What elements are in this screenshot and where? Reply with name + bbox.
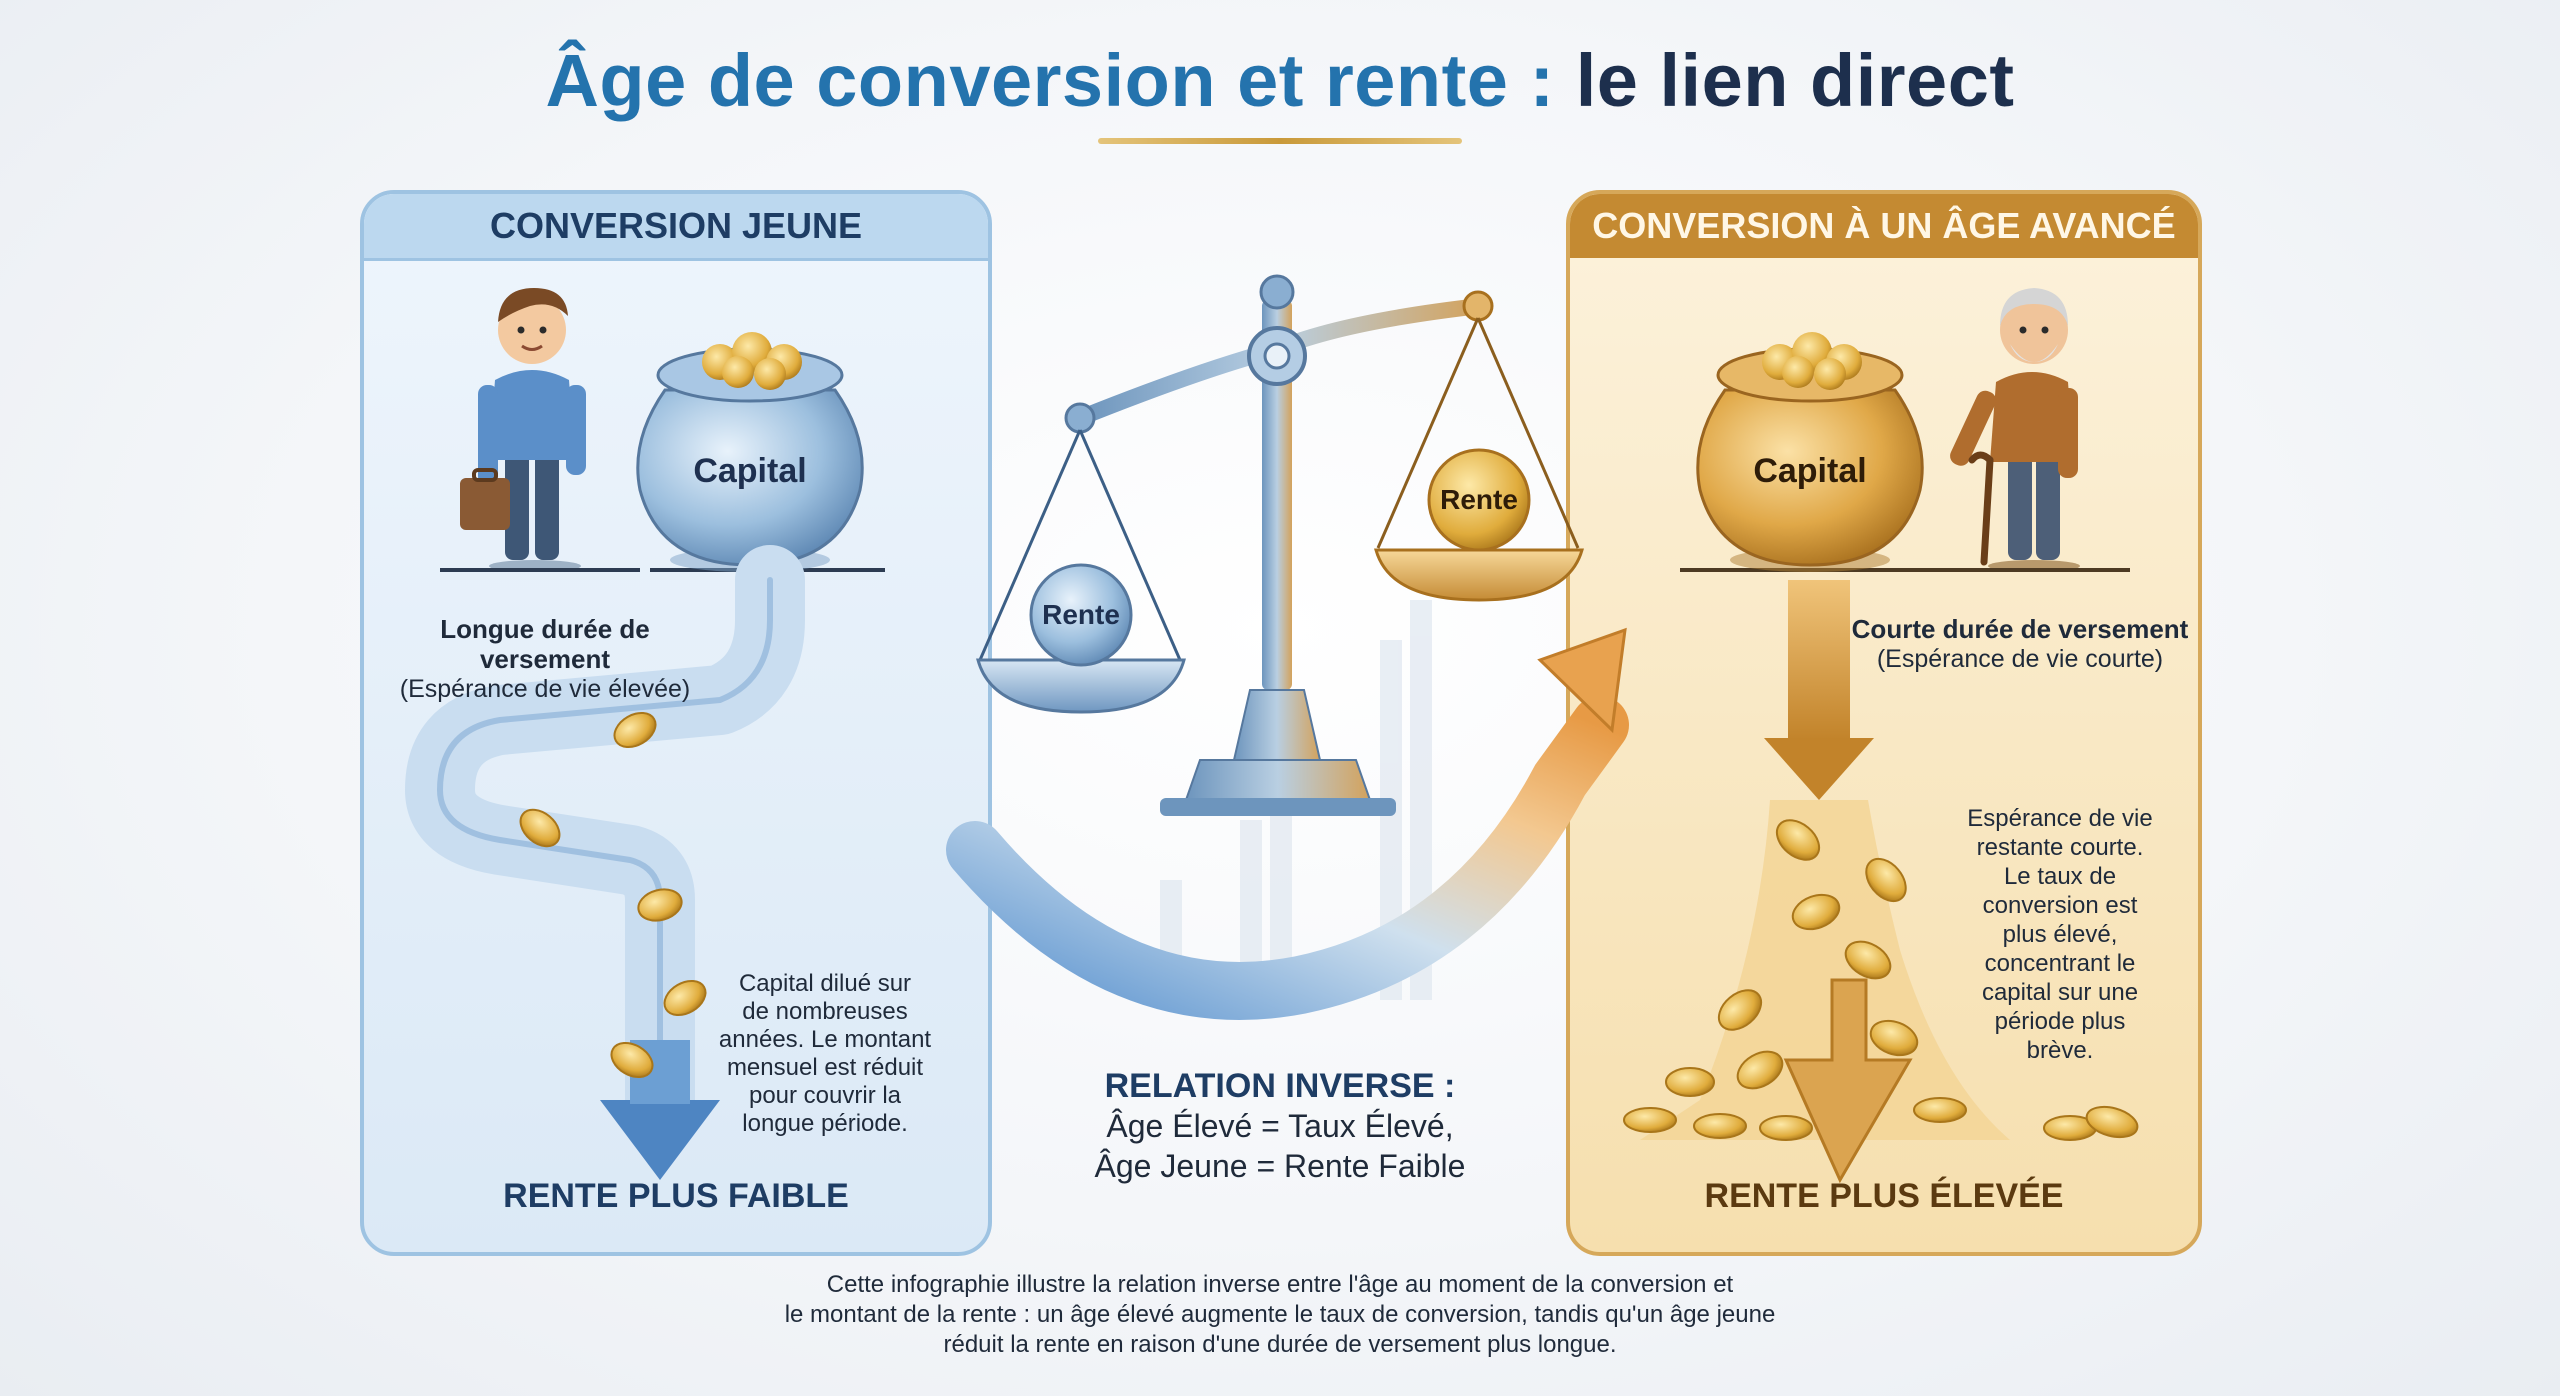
old-explanation-line: conversion est bbox=[1982, 892, 2138, 919]
page-title: Âge de conversion et rente : le lien dir… bbox=[0, 38, 2560, 123]
young-person-icon bbox=[460, 288, 586, 572]
old-duration-text: Courte durée de versement (Espérance de … bbox=[1850, 614, 2190, 674]
young-panel-footer: RENTE PLUS FAIBLE bbox=[503, 1177, 849, 1215]
relation-title: RELATION INVERSE : bbox=[1104, 1067, 1456, 1105]
young-explanation-line: Capital dilué sur bbox=[738, 970, 912, 997]
balance-scale-icon bbox=[976, 274, 1584, 816]
old-duration-title: Courte durée de versement bbox=[1851, 614, 2189, 644]
young-explanation-line: pour couvrir la bbox=[748, 1082, 902, 1109]
elderly-person-icon bbox=[1950, 288, 2080, 572]
infographic-caption: Cette infographie illustre la relation i… bbox=[640, 1270, 1920, 1360]
relation-line-2: Âge Jeune = Rente Faible bbox=[1094, 1148, 1466, 1184]
old-explanation-line: période plus bbox=[1994, 1008, 2126, 1035]
inverse-relation-text: RELATION INVERSE : Âge Élevé = Taux Élev… bbox=[1080, 1066, 1480, 1186]
young-payout-path bbox=[405, 545, 805, 1180]
old-pot-label: Capital bbox=[1753, 452, 1867, 490]
old-payout-flow bbox=[1640, 580, 2010, 1184]
caption-line-3: réduit la rente en raison d'une durée de… bbox=[943, 1331, 1617, 1358]
young-explanation: Capital dilué sur de nombreuses années. … bbox=[700, 970, 950, 1138]
young-coins bbox=[519, 711, 707, 1079]
scale-right-weight-label: Rente bbox=[1440, 484, 1518, 515]
title-part1: Âge de conversion et rente : bbox=[545, 39, 1555, 122]
old-explanation-line: Espérance de vie bbox=[1967, 805, 2153, 832]
young-explanation-line: mensuel est réduit bbox=[726, 1054, 924, 1081]
young-duration-sub: (Espérance de vie élevée) bbox=[399, 675, 691, 703]
caption-line-1: Cette infographie illustre la relation i… bbox=[826, 1271, 1734, 1298]
young-panel-heading: CONVERSION JEUNE bbox=[364, 194, 988, 261]
old-duration-sub: (Espérance de vie courte) bbox=[1876, 645, 2164, 673]
title-part2: le lien direct bbox=[1575, 39, 2015, 122]
young-duration-title: Longue durée de versement bbox=[440, 614, 650, 674]
scale-left-weight-label: Rente bbox=[1042, 599, 1120, 630]
old-panel-footer: RENTE PLUS ÉLEVÉE bbox=[1704, 1177, 2064, 1215]
old-explanation-line: capital sur une bbox=[1981, 979, 2139, 1006]
young-duration-text: Longue durée de versement (Espérance de … bbox=[380, 614, 710, 704]
old-explanation-line: concentrant le bbox=[1984, 950, 2136, 977]
old-explanation-line: Le taux de bbox=[2003, 863, 2117, 890]
old-coins bbox=[1623, 819, 2139, 1141]
capital-pot-old bbox=[1696, 332, 1924, 572]
inverse-relation-arrow bbox=[946, 627, 1629, 1020]
relation-line-1: Âge Élevé = Taux Élevé, bbox=[1106, 1108, 1454, 1144]
old-explanation-line: restante courte. bbox=[1976, 834, 2144, 861]
old-explanation: Espérance de vie restante courte. Le tau… bbox=[1945, 804, 2175, 1065]
old-explanation-line: brève. bbox=[2026, 1037, 2094, 1064]
old-explanation-line: plus élevé, bbox=[2002, 921, 2118, 948]
old-panel-heading: CONVERSION À UN ÂGE AVANCÉ bbox=[1570, 194, 2198, 258]
young-explanation-line: longue période. bbox=[742, 1110, 908, 1137]
title-underline bbox=[1098, 138, 1462, 144]
caption-line-2: le montant de la rente : un âge élevé au… bbox=[784, 1301, 1776, 1328]
young-explanation-line: années. Le montant bbox=[718, 1026, 932, 1053]
young-explanation-line: de nombreuses bbox=[742, 998, 908, 1025]
young-pot-label: Capital bbox=[693, 452, 807, 490]
